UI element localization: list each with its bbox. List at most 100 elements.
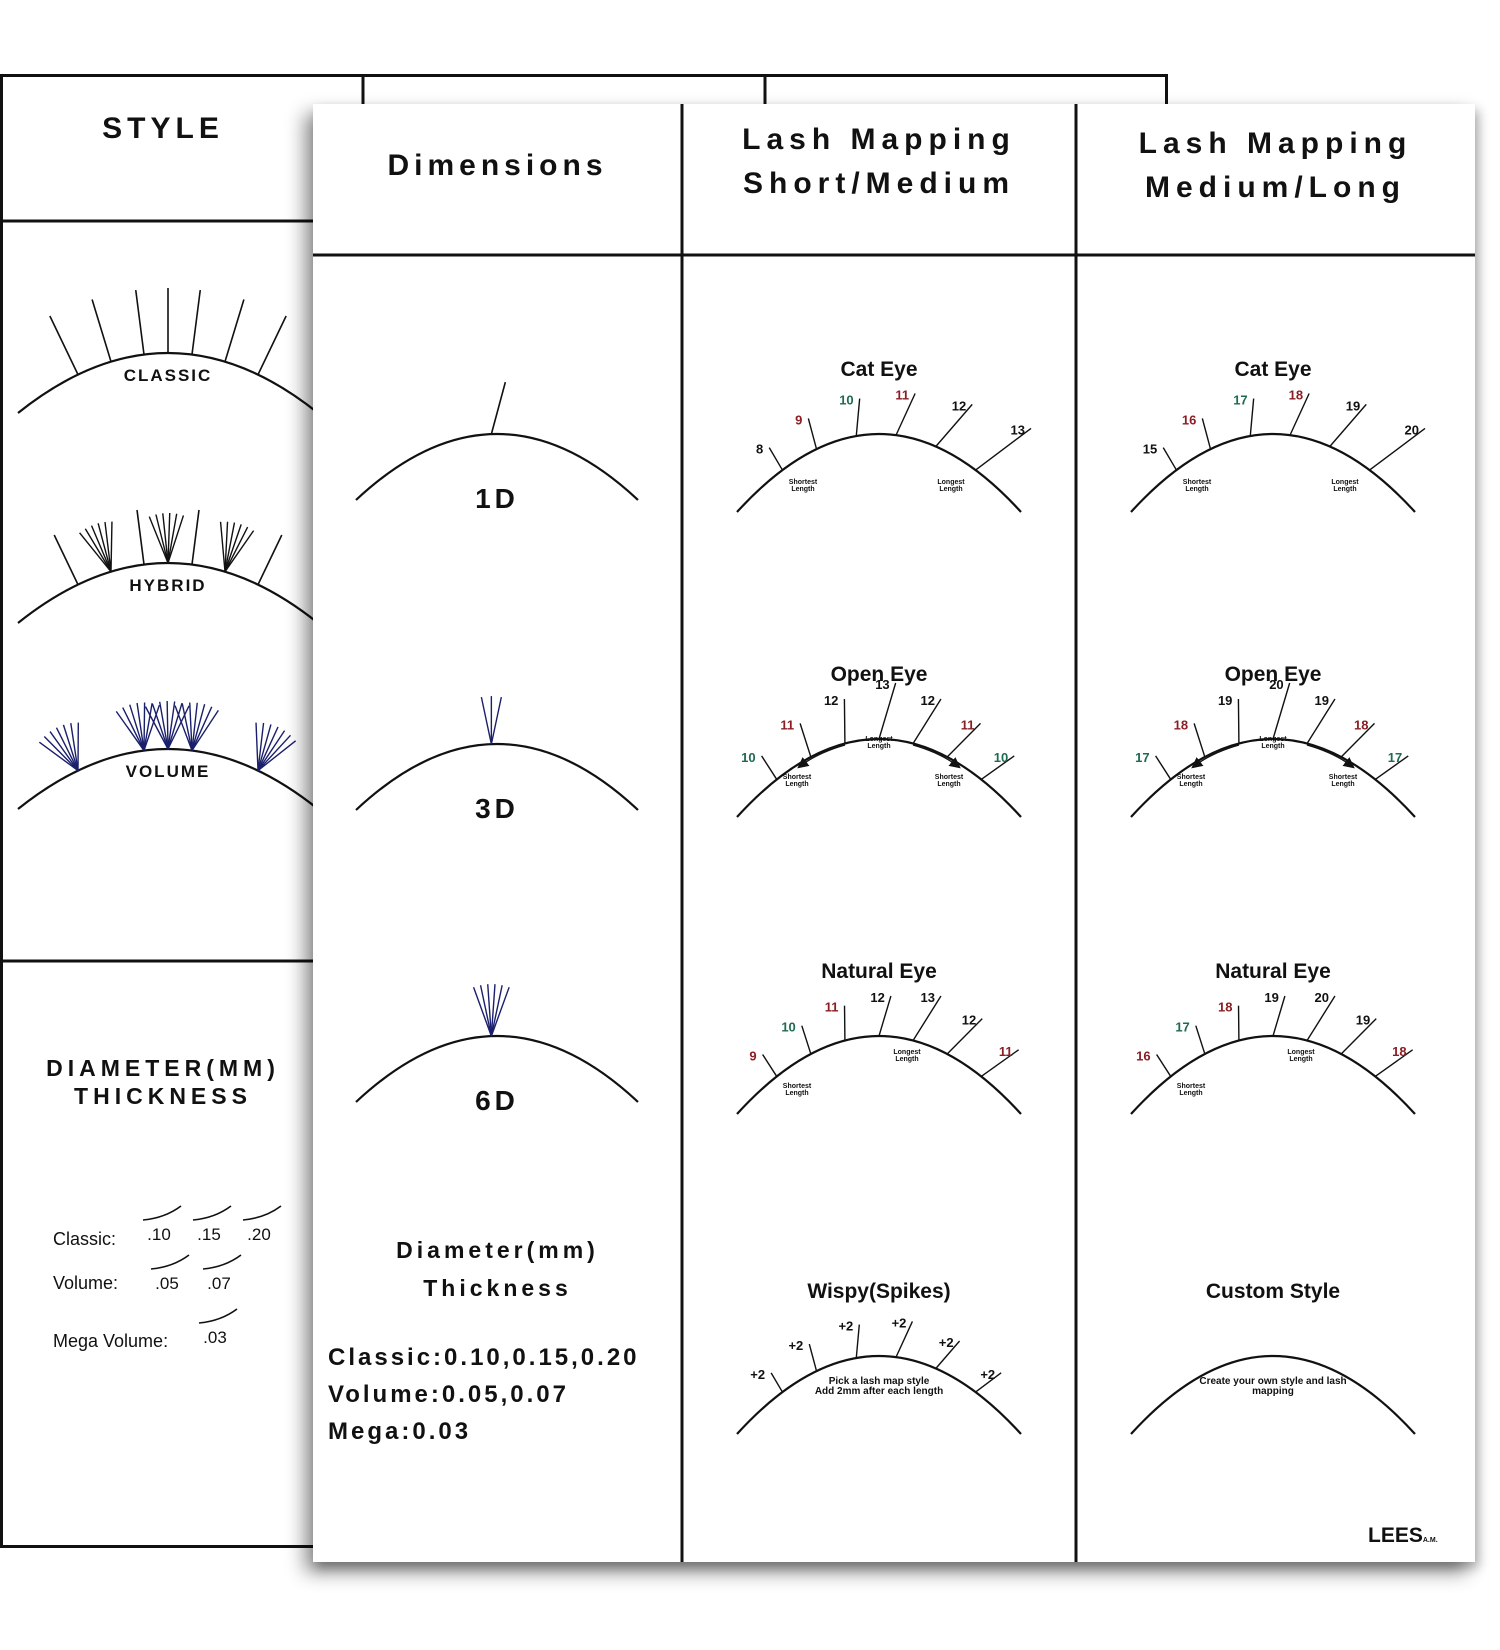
short-map-0-lash-5 <box>975 427 1032 471</box>
long-map-0-length-2: 17 <box>1233 393 1247 408</box>
long-map-1-title: Open Eye <box>1225 663 1322 686</box>
hybrid-fan-1-strand-1 <box>84 528 112 573</box>
brand-suffix: A.M. <box>1422 1537 1438 1544</box>
long-map-0-lash-2 <box>1249 398 1255 437</box>
short-map-1-note-0-b: Length <box>785 781 808 788</box>
long-map-1-arc <box>1130 737 1416 818</box>
long-map-0-arc <box>1130 432 1416 513</box>
dimension-3d-fan-strand-0 <box>480 697 493 745</box>
mega-volume-size-label: Mega Volume: <box>53 1331 169 1351</box>
diameter-size-swatches: .10.15.20.05.07.03 <box>142 1205 282 1347</box>
hybrid-fan-3-strand-2 <box>162 513 169 564</box>
volume-size-1: .07 <box>207 1274 231 1293</box>
volume-fan-4-strand-0 <box>174 705 193 751</box>
dimension-6d-fan-strand-5 <box>490 987 510 1037</box>
long-map-3-arc <box>1130 1354 1416 1435</box>
thickness-title-front: Thickness <box>423 1275 572 1301</box>
long-map-1-note-0-b: Length <box>1179 781 1202 788</box>
short-map-2-note-1-b: Length <box>895 1056 918 1063</box>
long-map-0-lash-0 <box>1162 447 1178 471</box>
long-map-1-length-0: 17 <box>1135 750 1149 765</box>
volume-fan-4-strand-6 <box>191 710 219 751</box>
long-map-1-note-0-a: Shortest <box>1177 774 1206 781</box>
long-map-2-lash-3 <box>1272 995 1286 1037</box>
short-map-0-note-0-b: Length <box>791 486 814 493</box>
short-map-3-length-3: +2 <box>892 1315 907 1330</box>
short-map-2-lash-0 <box>762 1054 778 1077</box>
short-map-2-note-1-a: Longest <box>893 1049 921 1056</box>
hybrid-lash-0 <box>53 534 79 585</box>
classic-size-1: .15 <box>197 1225 221 1244</box>
classic-lash-2 <box>134 289 145 355</box>
short-map-0-note-1-a: Longest <box>937 479 965 486</box>
classic-curl-2 <box>242 1205 282 1221</box>
long-map-1-length-2: 19 <box>1218 693 1232 708</box>
classic-lash-5 <box>224 299 245 362</box>
thickness-title-back: THICKNESS <box>74 1083 252 1109</box>
volume-fan-4-strand-2 <box>189 702 193 751</box>
short-map-0-note-0-a: Shortest <box>789 479 818 486</box>
long-map-1-lash-4 <box>1306 698 1336 744</box>
volume-fan-3-strand-3 <box>166 700 169 750</box>
mega-size-0: .03 <box>203 1328 227 1347</box>
short-map-1-note-0-a: Shortest <box>783 774 812 781</box>
hybrid-fan-5-strand-3 <box>224 524 242 572</box>
short-map-0-length-4: 12 <box>952 398 966 413</box>
long-map-2-lash-5 <box>1340 1018 1377 1055</box>
volume-fan-2-strand-6 <box>143 704 161 751</box>
short-map-0-lash-0 <box>768 447 784 471</box>
classic-size-label: Classic: <box>53 1229 117 1249</box>
short-map-1-note-1-b: Length <box>867 743 890 750</box>
short-map-0-lash-1 <box>807 418 818 450</box>
short-map-3-lash-0 <box>770 1372 784 1393</box>
short-map-0-length-0: 8 <box>756 442 763 457</box>
long-map-1-note-1-a: Longest <box>1259 736 1287 743</box>
hybrid-fan-3-strand-3 <box>167 513 171 564</box>
volume-eye-arc <box>17 748 319 810</box>
short-map-0-title: Cat Eye <box>840 358 917 381</box>
long-map-1-length-6: 17 <box>1388 750 1402 765</box>
diameter-title-back: DIAMETER(MM) <box>46 1055 280 1081</box>
short-map-3-length-1: +2 <box>788 1338 803 1353</box>
short-map-3-note-2: Add 2mm after each length <box>815 1386 943 1397</box>
long-map-1-length-1: 18 <box>1174 717 1188 732</box>
long-map-0-note-0-b: Length <box>1185 486 1208 493</box>
classic-lash-1 <box>91 299 112 362</box>
short-map-3-length-4: +2 <box>939 1335 954 1350</box>
short-map-2-length-1: 10 <box>781 1020 795 1035</box>
hybrid-lash-6 <box>257 534 283 585</box>
volume-fan-2-strand-4 <box>143 702 146 751</box>
short-map-1-title: Open Eye <box>831 663 928 686</box>
long-map-2-lash-6 <box>1374 1049 1414 1078</box>
short-map-0-arc <box>736 432 1022 513</box>
long-map-2-note-0-a: Shortest <box>1177 1083 1206 1090</box>
short-map-0-note-1-b: Length <box>939 486 962 493</box>
long-map-2-title: Natural Eye <box>1215 960 1331 983</box>
long-map-0-lash-1 <box>1201 418 1212 450</box>
volume-size-0: .05 <box>155 1274 179 1293</box>
short-map-1-length-6: 10 <box>994 750 1008 765</box>
volume-fan-3-strand-6 <box>167 705 190 750</box>
short-map-0-lash-4 <box>935 403 973 447</box>
short-map-1-length-0: 10 <box>741 750 755 765</box>
classic-style-label: CLASSIC <box>124 366 213 385</box>
short-map-0-length-5: 13 <box>1011 422 1025 437</box>
long-map-2-lash-1 <box>1195 1025 1206 1055</box>
medium-long-header-line1: Lash Mapping <box>1138 127 1413 160</box>
dimension-6D-arc <box>355 1035 639 1103</box>
short-map-1-arc <box>736 737 1022 818</box>
short-map-2-lash-6 <box>980 1049 1020 1078</box>
short-map-1-arrow-right <box>912 744 961 769</box>
long-map-2-length-1: 17 <box>1175 1020 1189 1035</box>
long-map-1-lash-1 <box>1193 723 1206 758</box>
hybrid-fan-1-strand-5 <box>110 521 113 572</box>
short-medium-header-line2: Short/Medium <box>743 167 1015 200</box>
brand-name: LEES <box>1368 1524 1423 1547</box>
long-map-0-note-0-a: Shortest <box>1183 479 1212 486</box>
short-map-3-title: Wispy(Spikes) <box>807 1280 950 1303</box>
short-map-2-note-0-b: Length <box>785 1090 808 1097</box>
dimension-6d-fan-strand-3 <box>490 984 496 1037</box>
dimension-6d-fan-strand-0 <box>472 987 493 1037</box>
short-map-0-lash-3 <box>895 393 916 436</box>
